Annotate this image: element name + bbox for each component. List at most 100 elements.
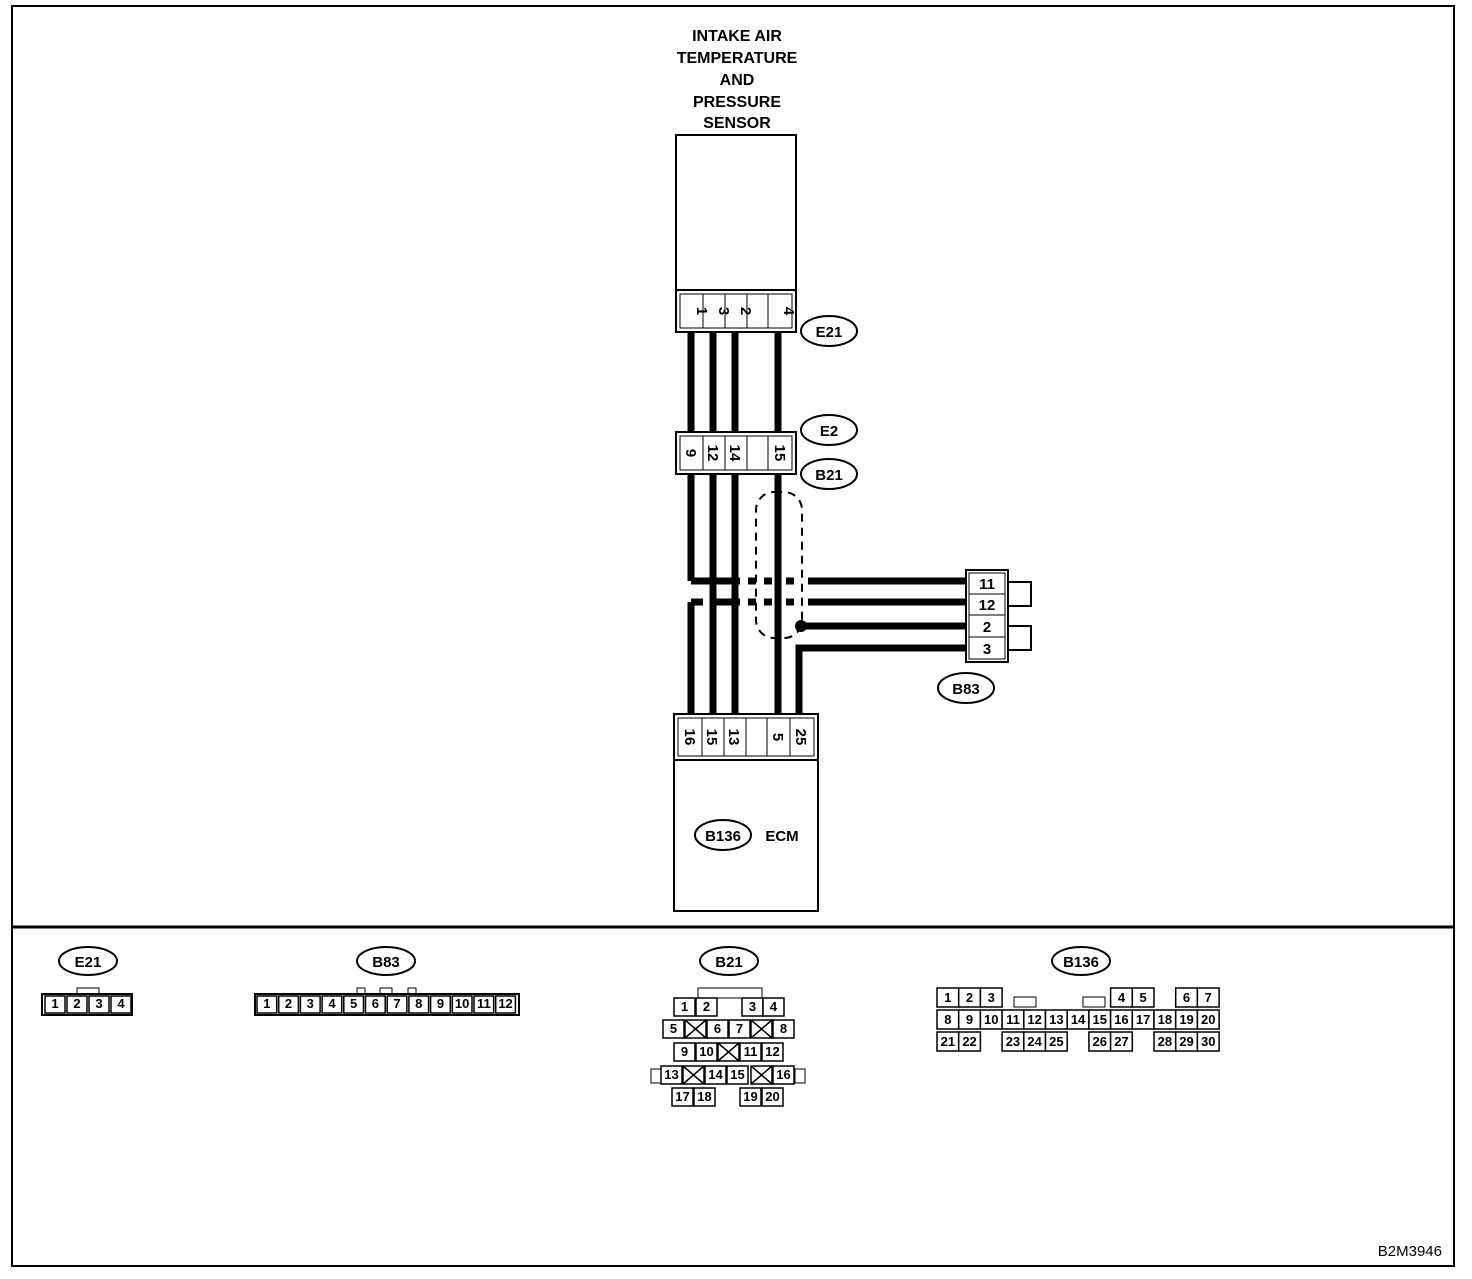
pin-cell	[695, 997, 718, 1017]
ecm-pin: 5	[769, 733, 786, 741]
pin-number: 2	[966, 990, 973, 1005]
pin-number: 6	[714, 1021, 721, 1036]
pin-cell	[660, 1065, 683, 1085]
pin-number: 4	[117, 996, 125, 1011]
pin-cell	[693, 1087, 716, 1107]
pin-number: 3	[95, 996, 102, 1011]
ecm-connector: 16 15 13 5 25	[673, 713, 819, 761]
pin-number: 11	[744, 1044, 758, 1059]
pin-number: 19	[1179, 1012, 1193, 1027]
pin-cell	[1044, 1031, 1068, 1052]
pin-number: 18	[1158, 1012, 1172, 1027]
svg-text:AND: AND	[720, 72, 755, 89]
pin-cell	[429, 995, 452, 1014]
pin-number: 4	[770, 999, 778, 1014]
svg-text:SENSOR: SENSOR	[703, 115, 771, 132]
pin-cell	[408, 995, 430, 1014]
blank-cavity-mark	[750, 1065, 773, 1085]
svg-text:PRESSURE: PRESSURE	[693, 94, 781, 111]
pin-cell	[728, 1019, 751, 1039]
pin-cell	[473, 995, 495, 1014]
pin-cell	[1109, 1031, 1134, 1052]
pin-number: 1	[263, 996, 270, 1011]
pin-cell	[343, 995, 365, 1014]
pin-number: 9	[681, 1044, 688, 1059]
pin-number: 10	[699, 1044, 713, 1059]
sensor-title: INTAKE AIR TEMPERATURE AND PRESSURE SENS…	[677, 28, 798, 132]
pin-cell	[110, 995, 132, 1014]
b83-pin: 2	[983, 619, 991, 636]
pin-number: 2	[285, 996, 292, 1011]
pin-cell	[66, 995, 88, 1014]
svg-text:B21: B21	[715, 954, 743, 971]
connector-tag-b83: B83	[937, 672, 995, 704]
pin-number: 6	[1183, 990, 1190, 1005]
pin-number: 15	[1093, 1012, 1107, 1027]
pin-number: 3	[988, 990, 995, 1005]
pin-number: 5	[1140, 990, 1147, 1005]
pin-number: 26	[1093, 1034, 1107, 1049]
pin-cell	[1196, 987, 1220, 1008]
diagram-frame	[11, 5, 1455, 1267]
pin-number: 29	[1179, 1034, 1193, 1049]
pin-cell	[726, 1065, 749, 1085]
pin-number: 11	[1006, 1012, 1020, 1027]
pin-cell	[1196, 1031, 1220, 1052]
pin-number: 20	[765, 1089, 779, 1104]
svg-text:B83: B83	[372, 954, 400, 971]
pin-cell	[762, 997, 785, 1017]
inline-connector: 9 12 14 15	[675, 431, 797, 475]
pin-number: 12	[1027, 1012, 1041, 1027]
sensor-connector: 1 3 2 4	[675, 289, 797, 333]
pin-cell	[451, 995, 473, 1014]
pin-number: 3	[749, 999, 756, 1014]
pin-number: 1	[944, 990, 951, 1005]
connector-tag-e21: E21	[800, 315, 858, 347]
wires-upper	[687, 332, 782, 434]
svg-text:TEMPERATURE: TEMPERATURE	[677, 50, 798, 67]
blank-cavity-mark	[682, 1065, 705, 1085]
shield-ground-dot	[795, 620, 807, 632]
pin-cell	[364, 995, 386, 1014]
pin-number: 8	[780, 1021, 787, 1036]
pin-number: 30	[1201, 1034, 1215, 1049]
svg-text:B136: B136	[705, 828, 741, 845]
pin-number: 19	[743, 1089, 757, 1104]
pin-number: 5	[670, 1021, 677, 1036]
pin-cell	[704, 1065, 727, 1085]
svg-text:E21: E21	[75, 954, 102, 971]
pin-number: 1	[681, 999, 688, 1014]
pin-cell	[494, 995, 517, 1014]
pin-cell	[671, 1087, 694, 1107]
svg-text:E21: E21	[816, 324, 843, 341]
blank-cavity-mark	[750, 1019, 773, 1039]
pin-cell	[662, 1019, 685, 1039]
sensor-pin: 2	[737, 307, 754, 315]
connector-tag-e2: E2	[800, 414, 858, 446]
pin-cell	[1196, 1009, 1220, 1030]
sensor-pin: 1	[693, 307, 710, 315]
pin-number: 25	[1049, 1034, 1063, 1049]
ecm-pin: 16	[681, 729, 698, 746]
blank-cavity-mark	[684, 1019, 707, 1039]
svg-text:INTAKE AIR: INTAKE AIR	[692, 28, 782, 45]
shield-crossing-dashes	[748, 577, 794, 606]
pin-cell	[277, 995, 300, 1014]
pin-number: 9	[966, 1012, 973, 1027]
inline-pin: 9	[682, 449, 699, 457]
pin-cell	[772, 1019, 795, 1039]
pin-number: 18	[697, 1089, 711, 1104]
pin-number: 7	[736, 1021, 743, 1036]
pin-cell	[673, 1042, 696, 1062]
connector-tag-b136: B136	[694, 819, 752, 851]
pin-cell	[386, 995, 408, 1014]
pin-number: 28	[1158, 1034, 1172, 1049]
ecm-label: ECM	[765, 828, 798, 845]
pin-number: 2	[703, 999, 710, 1014]
pin-number: 24	[1027, 1034, 1042, 1049]
pin-number: 9	[437, 996, 444, 1011]
pin-cell	[321, 995, 343, 1014]
